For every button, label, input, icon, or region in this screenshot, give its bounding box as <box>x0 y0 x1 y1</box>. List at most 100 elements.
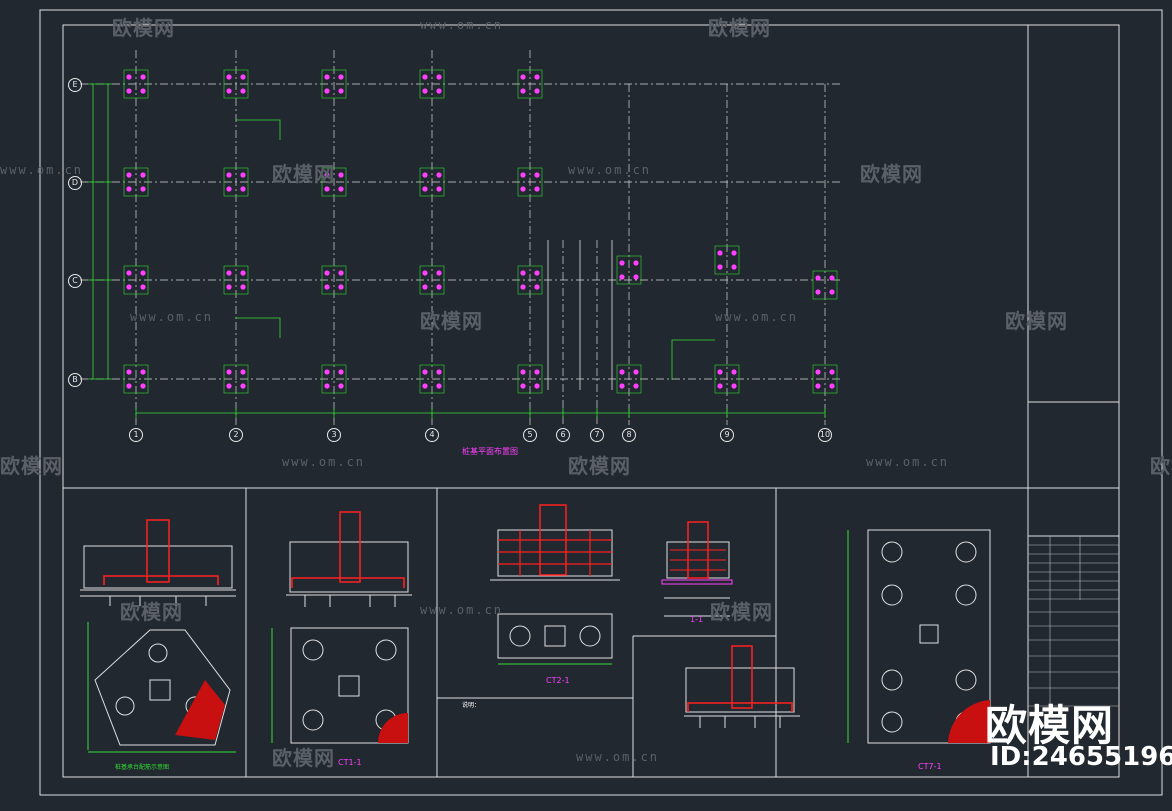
title-block-rows <box>1028 536 1119 707</box>
pile-dot <box>619 260 625 266</box>
pile-cap <box>223 364 249 394</box>
axis-label-6: 6 <box>556 428 570 442</box>
pile-dot <box>436 270 442 276</box>
pile-cap <box>123 265 149 295</box>
watermark-text: 欧模网 <box>710 600 773 624</box>
pile-dot <box>717 383 723 389</box>
pile-dot <box>520 172 526 178</box>
caption-ct1: CT1-1 <box>338 758 362 767</box>
plan-grid <box>80 50 840 425</box>
pile-dot <box>520 383 526 389</box>
axis-label-4: 4 <box>425 428 439 442</box>
pile-dot <box>226 383 232 389</box>
pile-cap <box>616 364 642 394</box>
pile-dot <box>324 270 330 276</box>
pile-cap <box>517 69 543 99</box>
pile-dot <box>226 172 232 178</box>
pile-dot <box>140 284 146 290</box>
pile-dot <box>338 383 344 389</box>
pile-cap <box>517 265 543 295</box>
pile-cap <box>419 167 445 197</box>
pile-dot <box>338 369 344 375</box>
pile-dot <box>436 284 442 290</box>
pile-cap <box>321 69 347 99</box>
pile-dot <box>226 270 232 276</box>
axis-label-7: 7 <box>590 428 604 442</box>
pile-dot <box>422 369 428 375</box>
pile-dot <box>829 369 835 375</box>
axis-label-c: C <box>68 274 82 288</box>
pile-dot <box>338 88 344 94</box>
pile-dot <box>534 88 540 94</box>
pile-dot <box>240 74 246 80</box>
pile-dot <box>633 383 639 389</box>
pile-dot <box>520 74 526 80</box>
pile-dot <box>436 88 442 94</box>
pile-dot <box>140 270 146 276</box>
plan-title: 桩基平面布置图 <box>462 447 518 456</box>
pile-dot <box>240 383 246 389</box>
axis-label-9: 9 <box>720 428 734 442</box>
pile-dot <box>422 172 428 178</box>
pile-dot <box>436 383 442 389</box>
pile-dot <box>534 383 540 389</box>
watermark-url: www.om.cn <box>866 455 950 469</box>
watermark-text: 欧模网 <box>568 454 631 478</box>
plan-dimensions <box>88 83 826 418</box>
detail-ct4-plan <box>87 622 236 753</box>
pile-dot <box>815 289 821 295</box>
watermark-url: www.om.cn <box>130 310 214 324</box>
watermark-url: www.om.cn <box>576 750 660 764</box>
pile-cap <box>517 167 543 197</box>
axis-label-e: E <box>68 78 82 92</box>
pile-dot <box>226 74 232 80</box>
pile-dot <box>126 186 132 192</box>
pile-dot <box>633 369 639 375</box>
pile-dot <box>829 383 835 389</box>
watermark-text: 欧模网 <box>860 162 923 186</box>
pile-cap <box>812 364 838 394</box>
watermark-text: 欧模网 <box>272 162 335 186</box>
pile-cap <box>123 69 149 99</box>
pile-cap <box>419 69 445 99</box>
pile-dot <box>226 369 232 375</box>
pile-dot <box>520 186 526 192</box>
watermark-text: 欧模网 <box>420 309 483 333</box>
pile-dot <box>633 260 639 266</box>
pile-dot <box>717 250 723 256</box>
pile-dot <box>140 172 146 178</box>
pile-dot <box>815 369 821 375</box>
pile-cap <box>123 364 149 394</box>
detail-ct7-plan <box>847 529 991 744</box>
pile-dot <box>324 383 330 389</box>
detail-ct4-section <box>80 519 236 606</box>
watermark-url: www.om.cn <box>0 163 84 177</box>
axis-label-3: 3 <box>327 428 341 442</box>
pile-cap <box>419 364 445 394</box>
pile-dot <box>717 369 723 375</box>
pile-dot <box>815 275 821 281</box>
caption-section-1-1: 1-1 <box>690 615 704 624</box>
pile-dot <box>324 74 330 80</box>
pile-dot <box>338 186 344 192</box>
pile-dot <box>240 172 246 178</box>
pile-dot <box>324 88 330 94</box>
axis-label-d: D <box>68 176 82 190</box>
pile-dot <box>324 284 330 290</box>
pile-dot <box>126 74 132 80</box>
pile-dot <box>717 264 723 270</box>
pile-dot <box>520 88 526 94</box>
pile-dot <box>324 172 330 178</box>
pile-dot <box>534 270 540 276</box>
pile-dot <box>126 284 132 290</box>
detail-ct1-section <box>286 511 412 607</box>
pile-dot <box>422 284 428 290</box>
pile-dot <box>815 383 821 389</box>
pile-dot <box>731 250 737 256</box>
inner-frame <box>62 24 1120 778</box>
detail-ct1-plan <box>271 627 409 744</box>
watermark-url: www.om.cn <box>420 18 504 32</box>
pile-dot <box>436 74 442 80</box>
pile-dot <box>436 172 442 178</box>
